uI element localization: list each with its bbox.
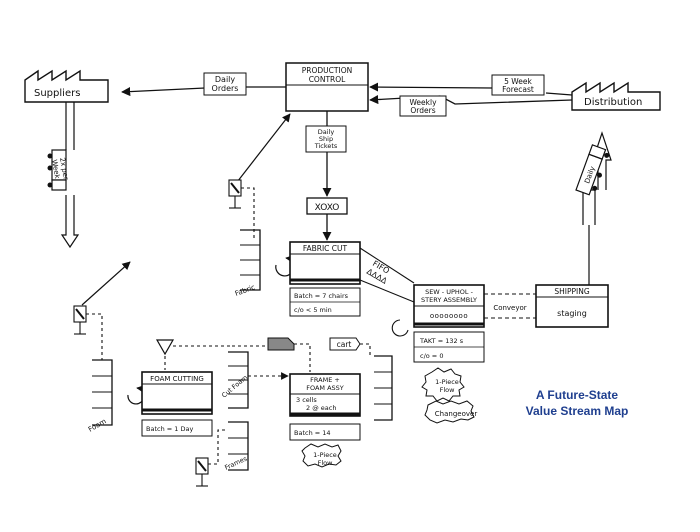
svg-text:Batch = 7 chairs: Batch = 7 chairs (294, 292, 349, 300)
supplier-shipment: 2x per Week (47, 102, 80, 249)
fabric-kanban-post (228, 179, 255, 240)
svg-text:Tickets: Tickets (314, 142, 338, 150)
kaizen-burst-changeover: Changeover (424, 400, 478, 424)
svg-text:Ship: Ship (319, 135, 333, 143)
distribution-shipment: Daily (575, 131, 612, 285)
svg-text:FRAME +: FRAME + (310, 376, 340, 384)
distribution-truck-icon: Daily (575, 144, 610, 196)
svg-text:c/o = 0: c/o = 0 (420, 352, 443, 360)
svg-text:XOXO: XOXO (315, 203, 340, 213)
daily-ship-tickets: Daily Ship Tickets (305, 111, 347, 197)
shipping-process: SHIPPING staging (535, 284, 609, 328)
xoxo-leveling-box: XOXO (306, 197, 348, 241)
svg-text:2 @ each: 2 @ each (306, 404, 336, 412)
daily-orders-label-box (203, 72, 247, 96)
svg-text:SEW - UPHOL -: SEW - UPHOL - (425, 288, 474, 296)
title-line1: A Future-State (536, 388, 619, 402)
svg-text:FOAM ASSY: FOAM ASSY (306, 384, 344, 392)
foam-cutting-data-box (141, 419, 213, 437)
suppliers-factory: Suppliers (24, 69, 109, 103)
svg-text:1-Piece: 1-Piece (435, 378, 459, 386)
svg-text:TAKT = 132 s: TAKT = 132 s (419, 337, 464, 345)
fabric-cut-name: FABRIC CUT (303, 244, 348, 253)
forecast-label-box (491, 74, 545, 96)
fabric-supermarket: Fabric (234, 229, 295, 298)
svg-text:Batch = 14: Batch = 14 (294, 429, 331, 437)
weekly-orders-flow: Weekly Orders (369, 94, 573, 117)
shipping-name: SHIPPING (554, 287, 589, 296)
sew-upholstery-process: SEW - UPHOL - STERY ASSEMBLY oooooooo (413, 284, 485, 328)
svg-text:1-Piece: 1-Piece (313, 451, 337, 459)
foam-cutting-name: FOAM CUTTING (150, 375, 204, 383)
title-line2: Value Stream Map (526, 404, 629, 418)
foam-cutting-process: FOAM CUTTING Batch = 1 Day (141, 371, 213, 437)
conveyor: Conveyor (484, 293, 536, 319)
daily-orders-flow: Daily Orders (121, 72, 286, 97)
svg-text:2x per: 2x per (58, 157, 70, 181)
svg-text:Weekly: Weekly (409, 98, 437, 107)
suppliers-label: Suppliers (34, 88, 80, 99)
cut-foam-label: Cut Foam (220, 373, 249, 399)
kaizen-burst-one-piece-flow-2: 1-Piece Flow (301, 443, 342, 468)
weekly-orders-label-box (399, 95, 447, 117)
svg-text:5 Week: 5 Week (504, 77, 532, 86)
frame-foam-data-box (289, 423, 361, 441)
map-title: A Future-State Value Stream Map (526, 388, 629, 418)
frames-label: Frames (223, 454, 248, 471)
conveyor-label: Conveyor (493, 304, 526, 312)
svg-text:Forecast: Forecast (502, 85, 534, 94)
withdrawal-kanban (232, 337, 311, 372)
svg-text:Flow: Flow (440, 386, 456, 394)
svg-text:Daily: Daily (318, 128, 335, 136)
cart-signal: cart (329, 337, 371, 356)
svg-text:3 cells: 3 cells (296, 396, 317, 404)
assy-output-supermarket (374, 355, 393, 421)
fabric-cut-process: FABRIC CUT Batch = 7 chairs c/o < 5 min (289, 241, 361, 317)
pc-to-fabric-supermarket (233, 113, 291, 187)
frames-supermarket: Frames (195, 421, 249, 487)
distribution-label: Distribution (584, 97, 642, 108)
foam-kanban-post (73, 261, 131, 360)
inventory-triangle-icon (155, 339, 175, 356)
shipping-sub: staging (557, 309, 587, 318)
svg-text:Orders: Orders (212, 84, 239, 93)
forecast-flow: 5 Week Forecast (369, 74, 573, 96)
operators-icon: oooooooo (430, 312, 468, 320)
frame-foam-assy-process: FRAME + FOAM ASSY 3 cells 2 @ each Batch… (289, 373, 361, 441)
signal-kanban-line (155, 339, 232, 370)
svg-text:Orders: Orders (410, 106, 435, 115)
supplier-truck-icon (47, 149, 67, 191)
cart-label: cart (337, 340, 352, 349)
svg-text:Changeover: Changeover (435, 410, 478, 418)
kanban-card-icon (267, 337, 295, 351)
distribution-factory: Distribution (571, 81, 661, 111)
fabric-label: Fabric (234, 283, 256, 298)
foam-supermarket: Foam (87, 359, 146, 434)
fifo-lane: FIFO ΔΔΔΔ (359, 247, 415, 303)
svg-text:Batch = 1 Day: Batch = 1 Day (146, 425, 193, 433)
foam-label: Foam (87, 417, 108, 434)
kaizen-burst-one-piece-flow: 1-Piece Flow (421, 367, 465, 402)
production-control-line2: CONTROL (309, 75, 346, 84)
production-control-box: PRODUCTION CONTROL (285, 62, 369, 112)
takt-box: TAKT = 132 s c/o = 0 (391, 319, 485, 363)
svg-text:STERY ASSEMBLY: STERY ASSEMBLY (421, 296, 477, 304)
svg-text:Daily: Daily (215, 75, 236, 84)
svg-text:c/o < 5 min: c/o < 5 min (294, 306, 332, 314)
production-control-line1: PRODUCTION (302, 66, 352, 75)
svg-text:Week: Week (50, 159, 61, 180)
svg-text:Flow: Flow (318, 459, 334, 467)
cut-foam-supermarket: Cut Foam (220, 351, 289, 409)
